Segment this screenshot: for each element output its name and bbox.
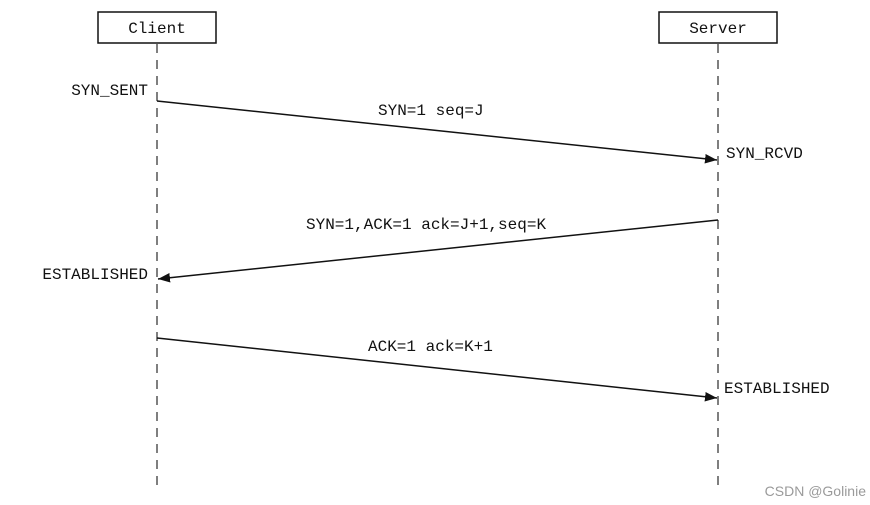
ack-arrow [156,337,718,402]
syn-arrow [156,100,718,164]
server-state-syn-rcvd: SYN_RCVD [726,145,803,163]
client-box: Client [97,11,217,44]
server-label: Server [689,20,747,38]
client-label: Client [128,20,186,38]
syn-ack-message-label: SYN=1,ACK=1 ack=J+1,seq=K [306,216,546,234]
watermark: CSDN @Golinie [765,483,867,499]
syn-message-label: SYN=1 seq=J [378,102,484,120]
server-box: Server [658,11,778,44]
server-state-established: ESTABLISHED [724,380,830,398]
client-state-syn-sent: SYN_SENT [71,82,148,100]
ack-message-label: ACK=1 ack=K+1 [368,338,493,356]
client-state-established: ESTABLISHED [42,266,148,284]
syn-ack-arrow [157,219,719,283]
